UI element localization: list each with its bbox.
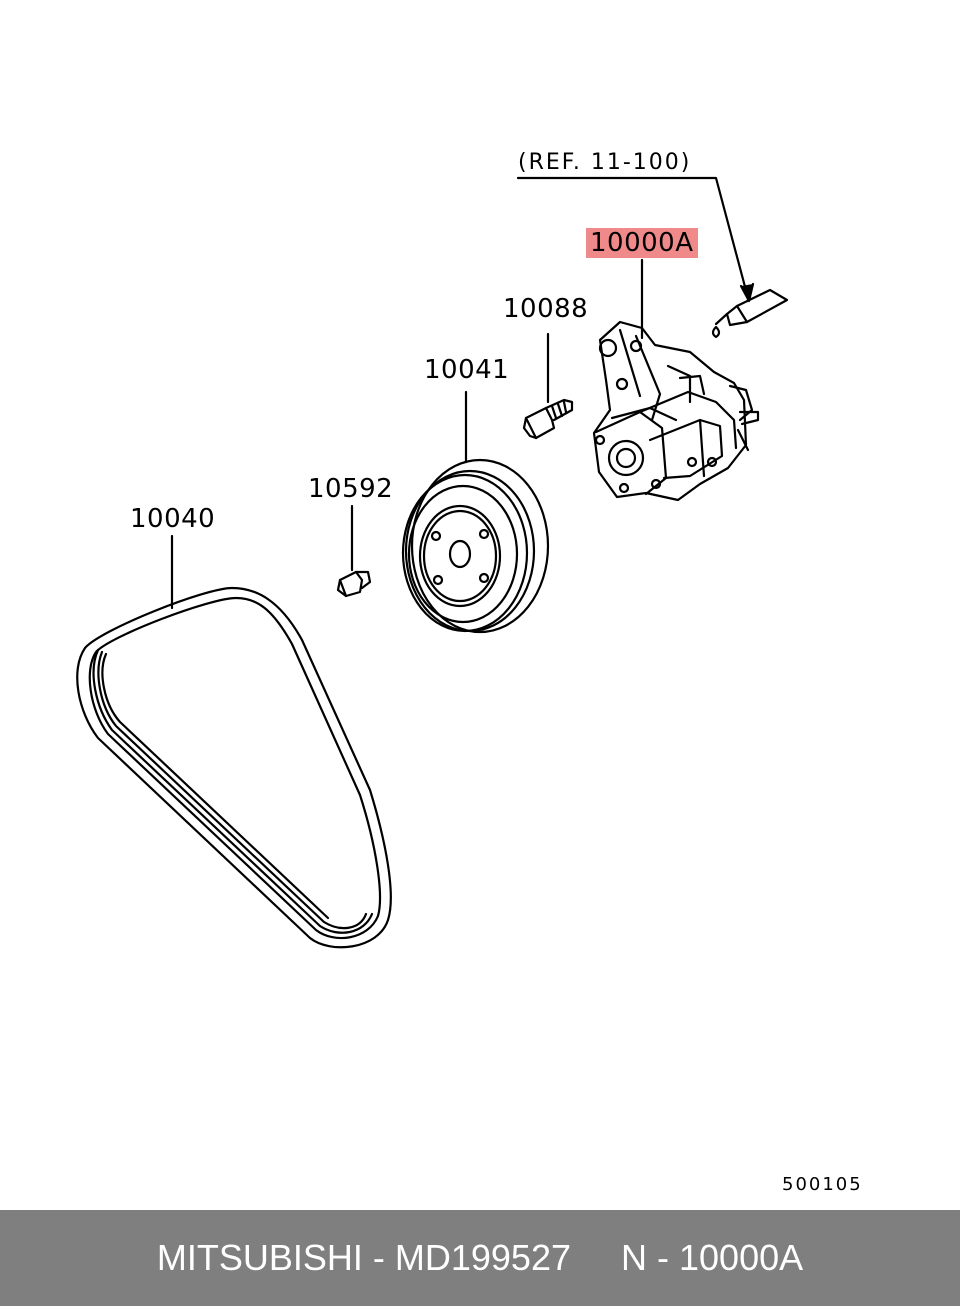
footer-part-number: MD199527 [394, 1237, 571, 1278]
footer-ref-prefix: N - [621, 1237, 680, 1278]
footer-separator: - [362, 1237, 395, 1278]
pump-part-label[interactable]: 10000A [586, 228, 698, 258]
power-steering-pump-icon [592, 320, 760, 502]
bolt-icon [522, 398, 574, 440]
bolt-part-label[interactable]: 10088 [503, 294, 589, 324]
nut-icon [336, 570, 372, 598]
ref-leader-line [516, 176, 750, 300]
pulley-part-label[interactable]: 10041 [424, 355, 510, 385]
sealant-tube-icon [711, 288, 789, 339]
footer-bar: MITSUBISHI - MD199527 N - 10000A [0, 1210, 960, 1306]
footer-brand: MITSUBISHI [156, 1237, 363, 1278]
pulley-icon [401, 458, 550, 634]
ref-label: (REF. 11-100) [518, 150, 692, 175]
belt-part-label[interactable]: 10040 [130, 504, 216, 534]
nut-part-label[interactable]: 10592 [308, 474, 394, 504]
drive-belt-icon [76, 586, 392, 949]
diagram-code: 500105 [782, 1174, 863, 1195]
footer-ref-number: 10000A [679, 1237, 804, 1278]
footer-gap [571, 1237, 621, 1279]
parts-diagram [76, 176, 789, 949]
